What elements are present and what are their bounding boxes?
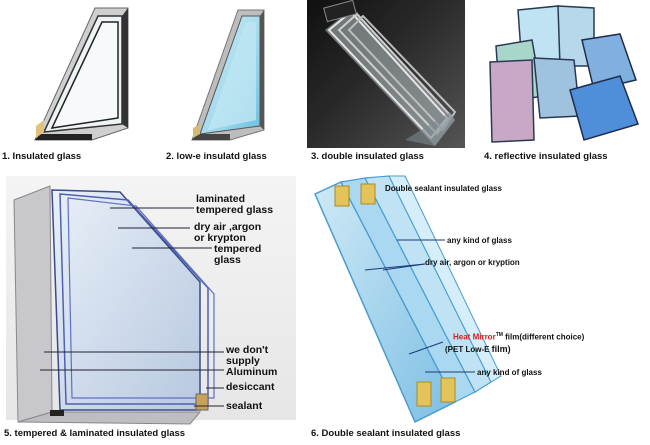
label-supply: supply: [226, 355, 260, 367]
panel-insulated-glass: 1. Insulated glass: [0, 0, 160, 172]
label-desiccant: desiccant: [226, 381, 275, 393]
tempered-laminated-illustration: [13, 185, 224, 425]
label-any-glass-bottom: any kind of glass: [477, 368, 542, 377]
panel-double-insulated-glass: 3. double insulated glass: [305, 0, 470, 172]
panel-double-sealant: Double sealant insulated glass any kind …: [305, 172, 650, 445]
caption-double-sealant: 6. Double sealant insulated glass: [311, 428, 461, 439]
label-dry-air-argon: dry air, argon or kryption: [425, 258, 520, 267]
trademark-mark: TM: [495, 332, 503, 338]
caption-low-e-glass: 2. low-e insulatd glass: [166, 151, 267, 162]
low-e-glass-illustration: [191, 9, 265, 141]
label-we-dont: we don't: [226, 344, 269, 356]
label-tempered: tempered: [214, 243, 262, 255]
double-sealant-illustration: [314, 175, 502, 424]
reflective-glass-samples: [489, 5, 639, 143]
pet-low-e-text: (PET Low-E: [445, 345, 492, 354]
panel-reflective-glass: 4. reflective insulated glass: [470, 0, 650, 172]
panel-tempered-laminated: laminated tempered glass dry air ,argon …: [0, 172, 305, 445]
insulated-glass-illustration: [34, 7, 129, 141]
label-glass: glass: [214, 254, 241, 266]
label-tempered-glass-1: tempered glass: [196, 204, 274, 216]
film-choice-text: film(different choice): [502, 332, 585, 342]
caption-double-insulated-glass: 3. double insulated glass: [311, 151, 424, 162]
label-or-krypton: or krypton: [194, 232, 246, 244]
caption-reflective-glass: 4. reflective insulated glass: [484, 151, 608, 162]
label-sealant: sealant: [226, 400, 263, 412]
label-any-glass-top: any kind of glass: [447, 236, 512, 245]
caption-tempered-laminated: 5. tempered & laminated insulated glass: [4, 428, 186, 439]
heat-mirror-brand: Heat Mirror: [453, 332, 496, 342]
film-text: film): [491, 344, 511, 354]
label-dry-air: dry air ,argon: [194, 221, 262, 233]
double-insulated-glass-photo: [323, 0, 457, 146]
label-aluminum: Aluminum: [226, 366, 278, 378]
label-double-sealant-title: Double sealant insulated glass: [385, 184, 502, 193]
caption-insulated-glass: 1. Insulated glass: [2, 151, 82, 162]
panel-low-e-glass: 2. low-e insulatd glass: [160, 0, 305, 172]
label-heat-mirror-line: Heat MirrorTM film(different choice): [453, 332, 584, 342]
label-laminated: laminated: [196, 193, 246, 205]
label-pet-low-e: (PET Low-E film): [445, 344, 511, 354]
